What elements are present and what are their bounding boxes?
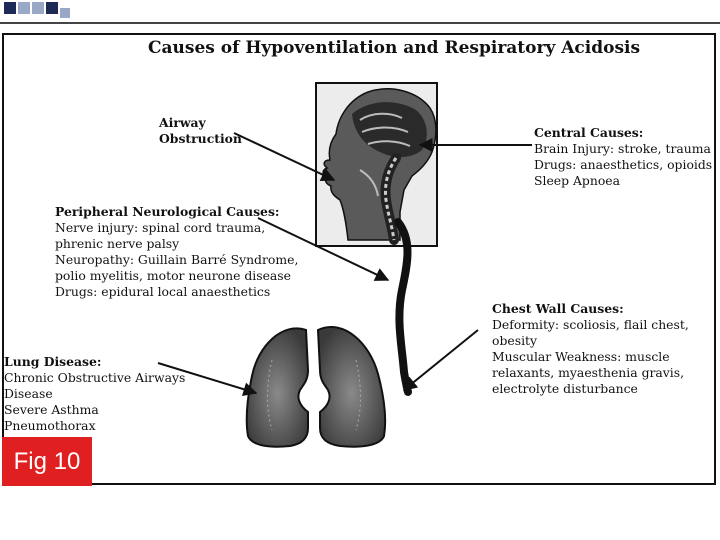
header-decoration xyxy=(0,0,720,22)
airway-line: Obstruction xyxy=(159,131,242,146)
header-rule xyxy=(0,22,720,24)
deco-square xyxy=(4,2,16,14)
lung-line: Disease xyxy=(4,386,53,401)
lung-heading: Lung Disease: xyxy=(4,354,102,369)
chest-wall-line: electrolyte disturbance xyxy=(492,381,638,396)
diagram-title: Causes of Hypoventilation and Respirator… xyxy=(148,38,641,58)
chest-wall-line: relaxants, myaesthenia gravis, xyxy=(492,365,685,380)
central-heading: Central Causes: xyxy=(534,125,644,140)
peripheral-line: polio myelitis, motor neurone disease xyxy=(55,268,292,283)
figure-label-badge: Fig 10 xyxy=(2,437,92,486)
central-line: Sleep Apnoea xyxy=(534,173,621,188)
chest-wall-line: obesity xyxy=(492,333,538,348)
lungs-illustration xyxy=(245,326,387,448)
peripheral-line: Drugs: epidural local anaesthetics xyxy=(55,284,271,299)
arrow-peripheral xyxy=(257,217,390,281)
peripheral-heading: Peripheral Neurological Causes: xyxy=(55,204,280,219)
peripheral-line: Nerve injury: spinal cord trauma, xyxy=(55,220,266,235)
deco-square xyxy=(18,2,30,14)
central-causes-label: Central Causes: Brain Injury: stroke, tr… xyxy=(534,125,712,189)
chest-wall-heading: Chest Wall Causes: xyxy=(492,301,624,316)
deco-square xyxy=(60,8,70,18)
airway-label: Airway Obstruction xyxy=(159,115,242,147)
lung-line: Chronic Obstructive Airways xyxy=(4,370,186,385)
arrow-lung xyxy=(157,362,258,397)
arrow-chest-wall xyxy=(402,329,479,391)
spinal-cord xyxy=(394,218,412,396)
lung-line: Severe Asthma xyxy=(4,402,99,417)
lung-disease-label: Lung Disease: Chronic Obstructive Airway… xyxy=(4,354,185,434)
central-line: Brain Injury: stroke, trauma xyxy=(534,141,711,156)
chest-wall-line: Muscular Weakness: muscle xyxy=(492,349,670,364)
peripheral-line: Neuropathy: Guillain Barré Syndrome, xyxy=(55,252,299,267)
peripheral-causes-label: Peripheral Neurological Causes: Nerve in… xyxy=(55,204,298,300)
lung-line: Pneumothorax xyxy=(4,418,96,433)
head-illustration xyxy=(315,82,438,247)
chest-wall-causes-label: Chest Wall Causes: Deformity: scoliosis,… xyxy=(492,301,689,397)
deco-square xyxy=(46,2,58,14)
central-line: Drugs: anaesthetics, opioids xyxy=(534,157,713,172)
chest-wall-line: Deformity: scoliosis, flail chest, xyxy=(492,317,689,332)
peripheral-line: phrenic nerve palsy xyxy=(55,236,180,251)
deco-square xyxy=(32,2,44,14)
arrow-airway xyxy=(233,132,336,181)
airway-line: Airway xyxy=(159,115,206,130)
